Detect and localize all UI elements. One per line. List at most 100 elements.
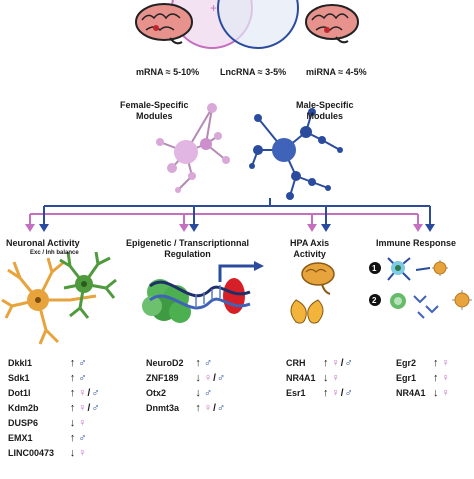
female-symbol-icon: ♀	[203, 372, 213, 384]
gene-row: Dnmt3a ↑♀/♂	[146, 401, 256, 416]
female-module-network	[156, 103, 230, 193]
gene-row: NR4A1 ↓♀	[396, 386, 468, 401]
gene-row: Egr2↑♀	[396, 356, 468, 371]
up-arrow-icon: ↑	[323, 387, 329, 399]
gene-row: DUSP6 ↓♀	[8, 416, 112, 431]
gene-list-hpa: CRH↑♀/♂NR4A1↓♀Esr1↑♀/♂	[286, 356, 360, 401]
female-symbol-icon: ♀	[331, 387, 340, 399]
gene-list-immune: Egr2↑♀Egr1↑♀NR4A1↓♀	[396, 356, 468, 401]
male-symbol-icon: ♂	[203, 357, 213, 369]
gene-name: EMX1	[8, 433, 33, 443]
gene-row: Otx2↓♂	[146, 386, 256, 401]
mrna-stat: mRNA ≈ 5-10%	[136, 67, 200, 77]
up-arrow-icon: ↑	[433, 372, 439, 384]
male-modules-label: Male-Specific Modules	[296, 100, 354, 121]
sex-separator: /	[213, 403, 216, 414]
up-arrow-icon: ↑	[195, 402, 201, 414]
gene-name: Dkkl1	[8, 358, 33, 368]
male-module-network	[249, 108, 343, 200]
male-symbol-icon: ♂	[344, 357, 353, 369]
down-arrow-icon: ↓	[69, 447, 76, 459]
gene-row: Sdk1 ↑♂	[8, 371, 112, 386]
dna-histone-illustration	[142, 261, 264, 323]
branch-arrowheads	[25, 224, 435, 232]
female-modules-label: Female-Specific Modules	[120, 100, 189, 121]
venn-diagram: +	[171, 0, 299, 49]
up-arrow-icon: ↑	[69, 387, 76, 399]
category-epigenetic-title: Epigenetic / Transcriptionnal Regulation	[126, 238, 250, 259]
immune-illustration: 1 2	[369, 257, 472, 319]
hpa-illustration	[290, 262, 335, 324]
gene-row: Kdm2b↑♀/♂	[8, 401, 112, 416]
up-arrow-icon: ↑	[69, 372, 76, 384]
brain-right-icon	[305, 4, 359, 44]
female-symbol-icon: ♀	[78, 417, 87, 429]
sex-separator: /	[213, 373, 216, 384]
sex-separator: /	[340, 358, 344, 369]
male-symbol-icon: ♂	[91, 387, 100, 399]
category-neuronal-activity-title: Neuronal Activity	[6, 238, 80, 248]
gene-name: Esr1	[286, 388, 306, 398]
sex-separator: /	[87, 388, 91, 399]
category-immune-response-title: Immune Response	[376, 238, 457, 248]
up-arrow-icon: ↑	[433, 357, 439, 369]
gene-name: Dot1l	[8, 388, 31, 398]
male-symbol-icon: ♂	[91, 402, 100, 414]
gene-row: Dkkl1 ↑♂	[8, 356, 112, 371]
gene-row: ZNF189 ↓♀/♂	[146, 371, 256, 386]
gene-name: Egr1	[396, 373, 417, 383]
gene-row: Esr1 ↑♀/♂	[286, 386, 360, 401]
sex-separator: /	[87, 403, 91, 414]
down-arrow-icon: ↓	[323, 372, 329, 384]
immune-step-2-number: 2	[372, 296, 377, 305]
mirna-stat: miRNA ≈ 4-5%	[306, 67, 367, 77]
female-symbol-icon: ♀	[78, 447, 87, 459]
gene-name: CRH	[286, 358, 306, 368]
gene-name: LINC00473	[8, 448, 55, 458]
up-arrow-icon: ↑	[69, 402, 76, 414]
lncrna-stat: LncRNA ≈ 3-5%	[220, 67, 287, 77]
down-arrow-icon: ↓	[195, 372, 201, 384]
gene-list-epigenetic: NeuroD2↑♂ZNF189↓♀/♂Otx2↓♂Dnmt3a↑♀/♂	[146, 356, 256, 416]
gene-row: NR4A1↓♀	[286, 371, 360, 386]
down-arrow-icon: ↓	[195, 387, 201, 399]
female-symbol-icon: ♀	[441, 372, 450, 384]
brain-left-icon	[135, 3, 193, 45]
gene-name: Otx2	[146, 388, 167, 398]
male-symbol-icon: ♂	[78, 372, 87, 384]
gene-row: CRH↑♀/♂	[286, 356, 360, 371]
female-symbol-icon: ♀	[331, 357, 340, 369]
female-symbol-icon: ♀	[441, 357, 450, 369]
venn-plus-icon: +	[210, 1, 217, 15]
up-arrow-icon: ↑	[69, 357, 76, 369]
male-symbol-icon: ♂	[78, 357, 87, 369]
neuron-illustration	[1, 251, 117, 345]
female-symbol-icon: ♀	[78, 387, 87, 399]
category-hpa-axis-title: HPA Axis Activity	[290, 238, 330, 259]
down-arrow-icon: ↓	[433, 387, 439, 399]
category-neuronal-activity-subtitle: Exc / Inh balance	[30, 250, 79, 256]
male-symbol-icon: ♂	[216, 402, 226, 414]
gene-name: DUSP6	[8, 418, 39, 428]
gene-name: NR4A1	[396, 388, 426, 398]
gene-name: Sdk1	[8, 373, 30, 383]
gene-row: NeuroD2↑♂	[146, 356, 256, 371]
immune-step-1-number: 1	[372, 264, 377, 273]
down-arrow-icon: ↓	[69, 417, 76, 429]
female-symbol-icon: ♀	[331, 372, 340, 384]
sex-separator: /	[340, 388, 344, 399]
up-arrow-icon: ↑	[195, 357, 201, 369]
female-symbol-icon: ♀	[203, 402, 213, 414]
gene-name: Dnmt3a	[146, 403, 180, 413]
venn-male-circle	[217, 0, 299, 49]
gene-name: ZNF189	[146, 373, 179, 383]
female-symbol-icon: ♀	[441, 387, 450, 399]
male-symbol-icon: ♂	[344, 387, 353, 399]
branch-lines	[29, 198, 431, 226]
male-symbol-icon: ♂	[78, 432, 87, 444]
male-symbol-icon: ♂	[216, 372, 226, 384]
gene-name: Kdm2b	[8, 403, 39, 413]
gene-row: Dot1l ↑♀/♂	[8, 386, 112, 401]
